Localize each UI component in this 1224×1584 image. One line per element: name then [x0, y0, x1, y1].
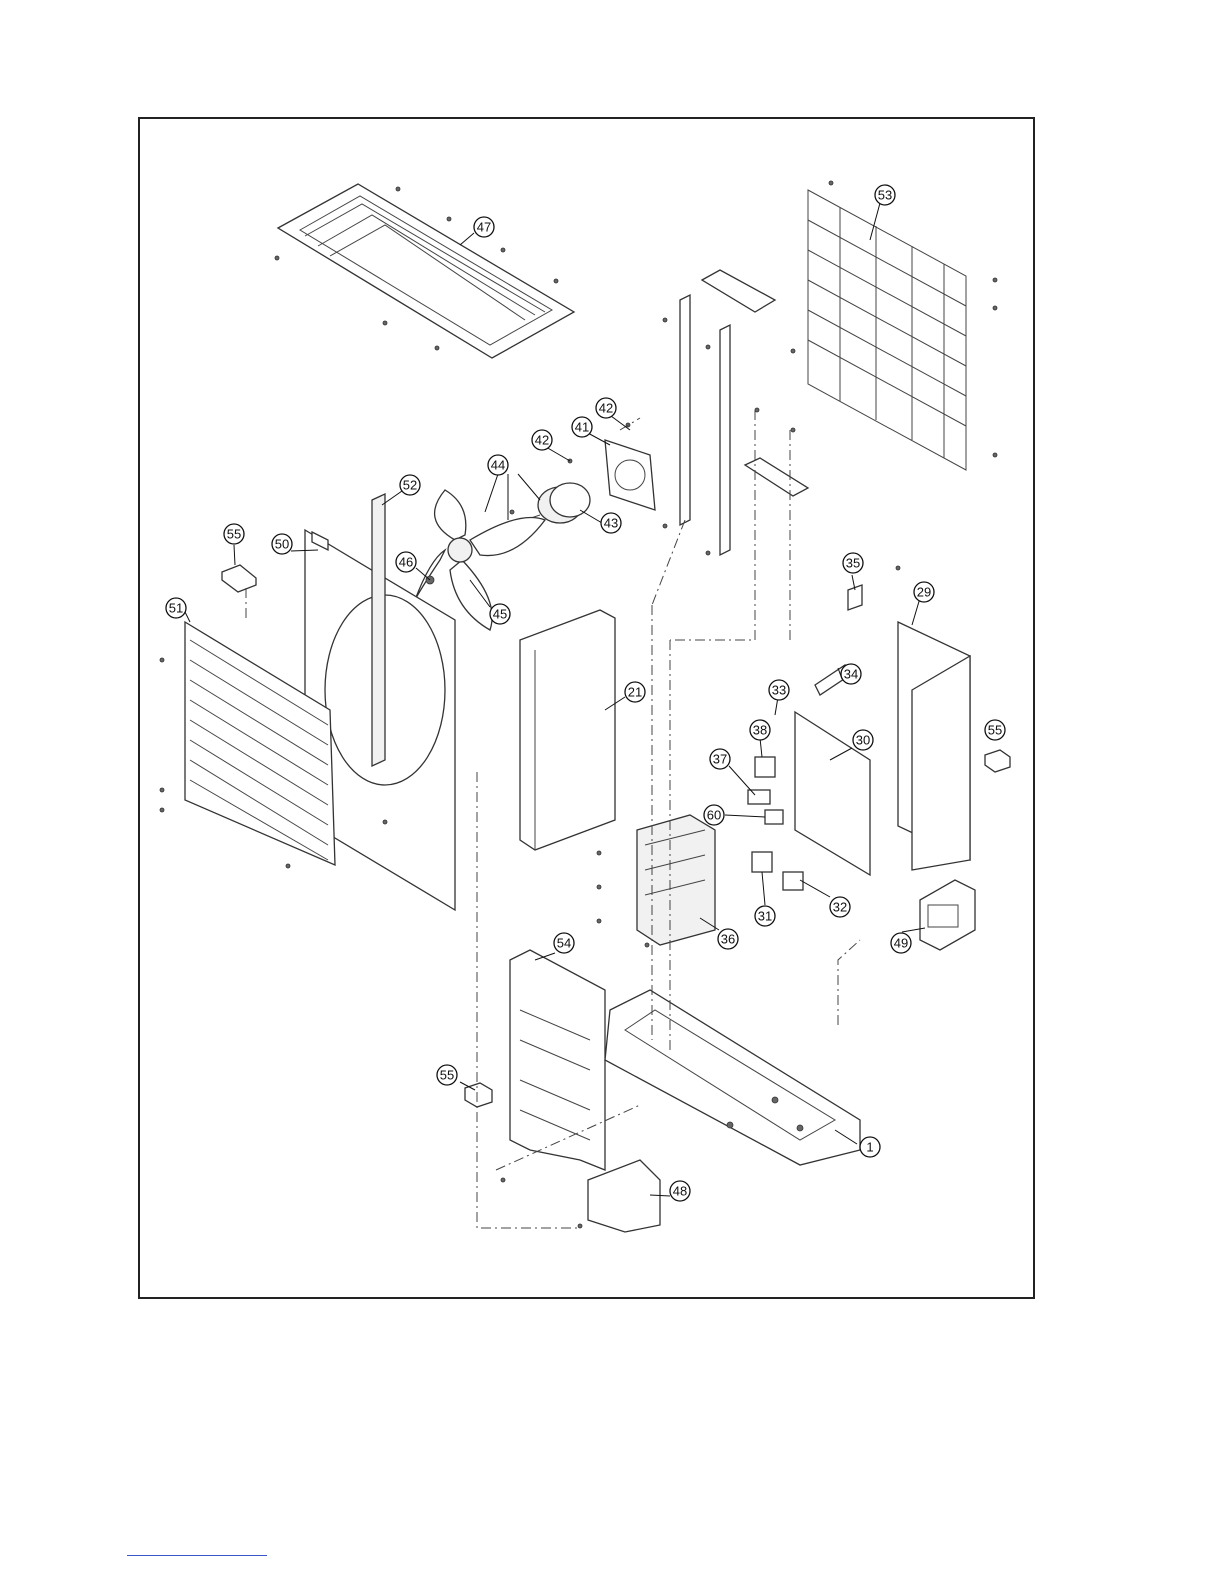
callout-label: 36 — [721, 932, 735, 947]
callout-p54: 54 — [554, 933, 574, 953]
callout-p45: 45 — [490, 604, 510, 624]
callout-label: 60 — [707, 808, 721, 823]
callout-label: 46 — [399, 555, 413, 570]
callout-p37: 37 — [710, 749, 730, 769]
callout-label: 42 — [599, 401, 613, 416]
callout-p43: 43 — [601, 513, 621, 533]
callout-label: 38 — [753, 723, 767, 738]
callout-p48: 48 — [670, 1181, 690, 1201]
callout-p55c: 55 — [437, 1065, 457, 1085]
callout-p31: 31 — [755, 906, 775, 926]
callout-p33: 33 — [769, 680, 789, 700]
callout-p55a: 55 — [224, 524, 244, 544]
callout-label: 33 — [772, 683, 786, 698]
callout-label: 42 — [535, 433, 549, 448]
callout-p42b: 42 — [532, 430, 552, 450]
callout-p36: 36 — [718, 929, 738, 949]
callout-label: 30 — [856, 733, 870, 748]
right-side-panel — [898, 622, 970, 870]
callout-label: 45 — [493, 607, 507, 622]
callout-label: 52 — [403, 478, 417, 493]
footer-rule — [127, 1555, 267, 1556]
hole-plug-left — [222, 565, 256, 592]
callout-label: 54 — [557, 936, 571, 951]
callout-label: 55 — [440, 1068, 454, 1083]
callout-p41: 41 — [572, 417, 592, 437]
callout-p50: 50 — [272, 534, 292, 554]
callout-label: 31 — [758, 909, 772, 924]
callout-p46: 46 — [396, 552, 416, 572]
support-pillars — [663, 270, 808, 555]
front-side-panel — [501, 950, 605, 1182]
callout-p47: 47 — [474, 217, 494, 237]
callout-p38: 38 — [750, 720, 770, 740]
top-panel — [275, 184, 574, 358]
callout-label: 48 — [673, 1184, 687, 1199]
callout-label: 50 — [275, 537, 289, 552]
rear-wire-guard — [791, 181, 997, 470]
callout-label: 41 — [575, 420, 589, 435]
callout-p51: 51 — [166, 598, 186, 618]
callout-label: 49 — [894, 936, 908, 951]
callout-label: 1 — [866, 1140, 873, 1155]
callout-label: 37 — [713, 752, 727, 767]
corner-cover — [578, 1160, 660, 1232]
callout-label: 21 — [628, 685, 642, 700]
callout-p60: 60 — [704, 805, 724, 825]
callout-label: 55 — [988, 723, 1002, 738]
callout-p44: 44 — [488, 455, 508, 475]
valve-cover — [920, 880, 975, 950]
callout-p29: 29 — [914, 582, 934, 602]
callout-p30: 30 — [853, 730, 873, 750]
callout-p53: 53 — [875, 185, 895, 205]
callout-label: 47 — [477, 220, 491, 235]
callout-label: 32 — [833, 900, 847, 915]
middle-partition — [520, 610, 615, 850]
callout-label: 51 — [169, 601, 183, 616]
callout-label: 35 — [846, 556, 860, 571]
callout-label: 34 — [844, 667, 858, 682]
callout-label: 55 — [227, 527, 241, 542]
electrical-box — [597, 566, 900, 947]
callout-p52: 52 — [400, 475, 420, 495]
callout-p35: 35 — [843, 553, 863, 573]
callout-p21: 21 — [625, 682, 645, 702]
callout-label: 53 — [878, 188, 892, 203]
callout-p49: 49 — [891, 933, 911, 953]
callout-p55b: 55 — [985, 720, 1005, 740]
callout-p1: 1 — [860, 1137, 880, 1157]
hole-plug-right — [985, 750, 1010, 772]
callout-p32: 32 — [830, 897, 850, 917]
callout-p34: 34 — [841, 664, 861, 684]
callout-p42a: 42 — [596, 398, 616, 418]
callout-label: 43 — [604, 516, 618, 531]
callout-label: 44 — [491, 458, 505, 473]
base-pan — [605, 990, 860, 1165]
callout-label: 29 — [917, 585, 931, 600]
